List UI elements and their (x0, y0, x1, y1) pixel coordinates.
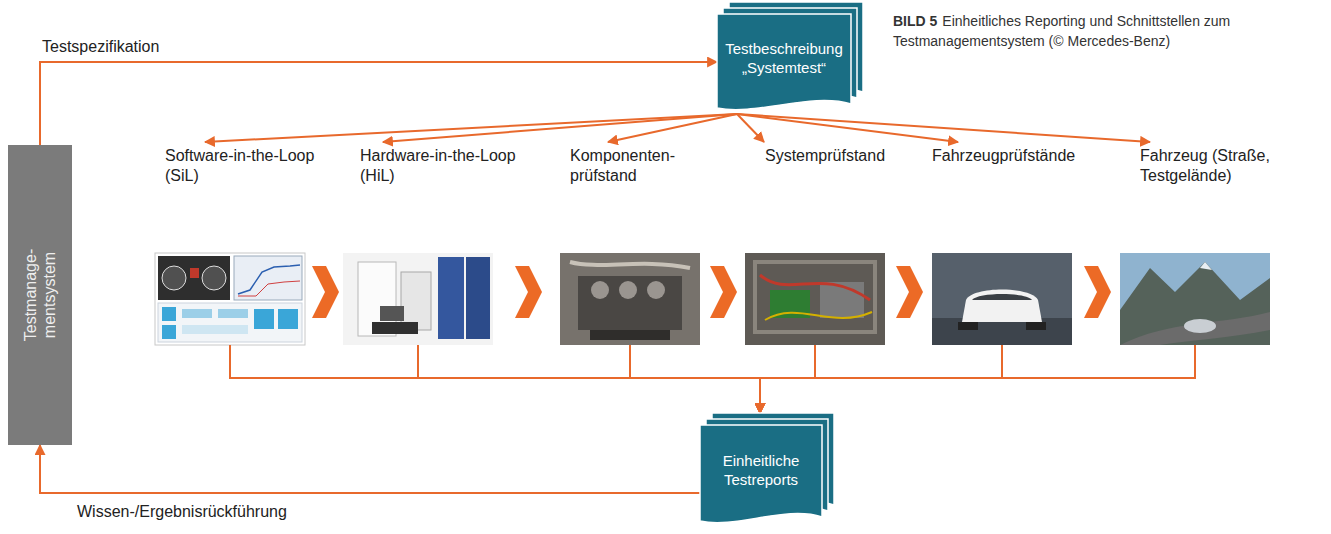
document-stack: Testbeschreibung „Systemtest“ (717, 2, 863, 114)
car-window (972, 294, 1032, 300)
plot-curve (238, 281, 300, 296)
caption-text: Einheitliches Reporting und Schnittstell… (893, 13, 1230, 49)
desk (372, 322, 418, 334)
roller (1026, 322, 1046, 330)
connector (737, 114, 1150, 142)
engine-part (591, 281, 609, 299)
frame (755, 262, 875, 332)
control-panel (158, 303, 302, 342)
warning-light (190, 268, 199, 278)
system-bench-photo (745, 253, 885, 345)
engine-part (619, 281, 637, 299)
chevron (896, 266, 923, 318)
panel-icon (182, 325, 248, 334)
photo-frame (745, 253, 885, 345)
sil-screenshot (155, 253, 305, 345)
panel-icon (278, 309, 298, 329)
connector (40, 445, 700, 493)
panel-icon (162, 307, 176, 321)
cabinet-blue (466, 257, 490, 339)
mountains (1120, 262, 1270, 345)
document-stack: Einheitliche Testreports (700, 413, 834, 527)
connector (383, 114, 737, 142)
document-title: Einheitliche Testreports (700, 452, 822, 490)
stage-label: Hardware-in-the-Loop (HiL) (360, 142, 521, 186)
car (1184, 319, 1216, 333)
panel-icon (182, 309, 212, 318)
document-page (717, 14, 851, 110)
panel-icon (218, 309, 248, 318)
connector (205, 114, 737, 142)
system-bar: Testmanage- mentsystem (8, 145, 72, 445)
connector-label: Wissen-/Ergebnisrückführung (75, 502, 289, 521)
cabinet-blue (438, 257, 464, 339)
document-page (700, 425, 822, 523)
gauge (162, 266, 186, 290)
sky (1120, 253, 1270, 345)
chevron (1084, 266, 1111, 318)
photo-frame (560, 253, 700, 345)
stage-label: Fahrzeugprüfstände (932, 142, 1081, 166)
connector (418, 345, 760, 413)
chevron (312, 266, 339, 318)
chevron (710, 266, 737, 318)
gauge (202, 266, 226, 290)
hil-photo (343, 253, 493, 345)
road (1120, 312, 1270, 345)
stage-label: Software-in-the-Loop (SiL) (165, 142, 320, 186)
test-stage: Fahrzeug (Straße, Testgelände) (1120, 142, 1270, 345)
test-stage: Systemprüfstand (745, 142, 885, 345)
plot-curve (238, 265, 300, 294)
connector-label: Testspezifikation (40, 37, 161, 56)
floor (932, 318, 1072, 345)
connector (737, 114, 958, 142)
figure-caption: BILD 5Einheitliches Reporting und Schnit… (893, 12, 1318, 51)
dashboard (158, 256, 230, 300)
test-stage: Hardware-in-the-Loop (HiL) (343, 142, 493, 345)
photo-frame (155, 253, 305, 345)
stage-label: Systemprüfstand (765, 142, 891, 166)
car-body (962, 290, 1042, 323)
stage-label: Fahrzeug (Straße, Testgelände) (1140, 142, 1275, 186)
vehicle-bench-photo (932, 253, 1072, 345)
connector (737, 114, 764, 142)
test-stage: Software-in-the-Loop (SiL) (155, 142, 305, 345)
figure-number: BILD 5 (893, 13, 937, 29)
chevron (515, 266, 542, 318)
engine-block (578, 276, 682, 330)
panel-icon (162, 325, 176, 339)
plot-window (234, 256, 302, 300)
pipe (570, 262, 690, 268)
stage-label: Komponenten- prüfstand (570, 142, 680, 186)
system-name: Testmanage- mentsystem (21, 245, 59, 346)
mount (590, 330, 670, 340)
connector (230, 345, 760, 413)
connector (630, 345, 760, 413)
monitor (380, 306, 404, 321)
connector (760, 345, 1195, 413)
photo-frame (932, 253, 1072, 345)
panel-icon (254, 309, 274, 329)
rack (401, 272, 431, 330)
test-stage: Fahrzeugprüfstände (932, 142, 1072, 345)
component-bench-photo (560, 253, 700, 345)
test-stage: Komponenten- prüfstand (560, 142, 700, 345)
connector (608, 114, 737, 142)
snow (1200, 262, 1212, 270)
cable (760, 275, 870, 300)
road-photo (1120, 253, 1270, 345)
engine-part (647, 281, 665, 299)
cable (765, 312, 872, 320)
roller (958, 322, 978, 330)
document-title: Testbeschreibung „Systemtest“ (717, 40, 851, 78)
photo-frame (343, 253, 493, 345)
